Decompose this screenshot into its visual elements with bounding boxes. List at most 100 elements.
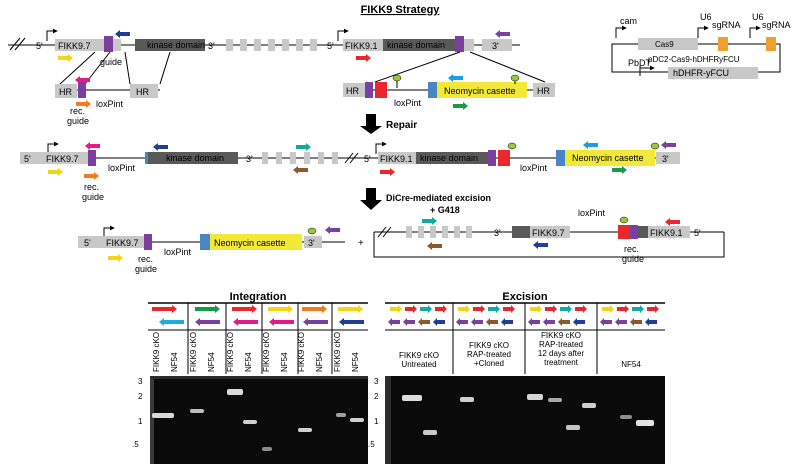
u6-label-1: U6 [700, 12, 712, 22]
hr-label-1: HR [59, 87, 72, 97]
u6-label-2: U6 [752, 12, 764, 22]
marker-label: hDHFR-yFCU [673, 68, 729, 78]
svg-text:5': 5' [24, 154, 31, 164]
excision-ladder: 3 2 1 .5 [368, 377, 379, 449]
svg-text:loxPint: loxPint [578, 208, 606, 218]
svg-text:3': 3' [494, 228, 501, 238]
five-prime-label: 5' [36, 41, 43, 51]
svg-text:FIKK9.7: FIKK9.7 [106, 238, 139, 248]
lane-label: NF54 [315, 352, 324, 372]
lane-label: NF54 [244, 352, 253, 372]
lane-label: FIKK9 cKO [226, 332, 235, 372]
kinase-domain-label: kinase domain [147, 40, 205, 50]
loxpint-label-1: loxPint [96, 99, 124, 109]
hr-donor-left: HR HR loxPint rec. guide [55, 51, 171, 126]
svg-text:loxPint: loxPint [164, 247, 192, 257]
pbdt-label: PbDT [628, 58, 652, 68]
svg-text:1: 1 [374, 417, 379, 426]
excision-label-2: + G418 [430, 205, 460, 215]
svg-text:loxPint: loxPint [520, 163, 548, 173]
endogenous-locus: 5' FIKK9.7 kinase domain 3' guide [8, 28, 330, 67]
guide-label-2: guide [67, 116, 89, 126]
svg-text:rec.: rec. [84, 182, 99, 192]
sgrna-label-1: sgRNA [712, 20, 741, 30]
svg-text:5': 5' [364, 154, 371, 164]
group-label: NF54 [621, 360, 641, 369]
integration-primer-pairs [152, 303, 364, 330]
kinase-domain [135, 39, 205, 51]
excised-circle: 3' FIKK9.7 loxPint FIKK9.1 5' rec. guide [373, 208, 725, 264]
group-label: treatment [544, 358, 579, 367]
svg-text:5': 5' [327, 41, 334, 51]
plus-label: + [358, 238, 364, 249]
introns-exons [226, 39, 317, 51]
svg-text:HR: HR [537, 86, 550, 96]
svg-text:rec.: rec. [138, 254, 153, 264]
lane-label: FIKK9 cKO [152, 332, 161, 372]
svg-text:kinase domain: kinase domain [166, 153, 224, 163]
svg-text:guide: guide [82, 192, 104, 202]
group-label: FIKK9 cKO [469, 341, 509, 350]
svg-text:FIKK9.1: FIKK9.1 [650, 228, 683, 238]
group-label: 12 days after [538, 349, 585, 358]
sgrna-label-2: sgRNA [762, 20, 791, 30]
integration-title: Integration [230, 291, 287, 303]
fikk97-label: FIKK9.7 [58, 41, 91, 51]
promoter-arrow [46, 28, 58, 41]
primer-blue-1 [115, 30, 130, 38]
lane-label: FIKK9 cKO [189, 332, 198, 372]
loxpint-label-2: loxPint [394, 98, 422, 108]
fikk91-locus: 5' FIKK9.1 kinase domain 3' [325, 28, 546, 83]
svg-text:guide: guide [622, 254, 644, 264]
cas9-label: Cas9 [655, 40, 674, 49]
svg-text:2: 2 [138, 392, 143, 401]
svg-text:.5: .5 [368, 440, 375, 449]
integration-lane-labels: FIKK9 cKO NF54 FIKK9 cKO NF54 FIKK9 cKO … [152, 332, 360, 372]
group-label: FIKK9 cKO [399, 351, 439, 360]
guide-label: guide [100, 57, 122, 67]
hr-label-2: HR [136, 87, 149, 97]
svg-text:kinase domain: kinase domain [387, 40, 445, 50]
neo-label-1: Neomycin casette [444, 86, 516, 96]
svg-text:FIKK9.1: FIKK9.1 [380, 154, 413, 164]
excision-primer-pairs [388, 303, 659, 330]
svg-text:2: 2 [374, 392, 379, 401]
cam-label: cam [620, 16, 637, 26]
fikk97-exon [55, 39, 105, 51]
excision-label-1: DiCre-mediated excision [386, 193, 491, 203]
integration-gel [150, 376, 368, 464]
svg-text:3: 3 [138, 377, 143, 386]
svg-text:3': 3' [308, 238, 315, 248]
excised-locus: 5' FIKK9.7 loxPint rec. guide Neomycin c… [78, 225, 345, 274]
lane-label: FIKK9 cKO [262, 332, 271, 372]
lane-label: NF54 [351, 352, 360, 372]
svg-text:3': 3' [662, 154, 669, 164]
svg-text:FIKK9.7: FIKK9.7 [532, 228, 565, 238]
svg-text:rec.: rec. [624, 244, 639, 254]
lane-label: NF54 [170, 352, 179, 372]
group-label: RAP-treated [467, 350, 511, 359]
svg-text:kinase domain: kinase domain [420, 153, 478, 163]
svg-text:Neomycin casette: Neomycin casette [214, 238, 286, 248]
plasmid-diagram: cam Cas9 U6 sgRNA U6 sgRNA pDC2-Cas9-hDH… [611, 12, 791, 79]
excision-group-labels: FIKK9 cKO Untreated FIKK9 cKO RAP-treate… [399, 331, 641, 369]
fikk91-label: FIKK9.1 [345, 41, 378, 51]
group-label: RAP-treated [539, 340, 583, 349]
svg-text:5': 5' [84, 238, 91, 248]
svg-text:HR: HR [346, 86, 359, 96]
lane-label: NF54 [280, 352, 289, 372]
excision-arrow: DiCre-mediated excision + G418 [360, 188, 491, 215]
strategy-title: FIKK9 Strategy [361, 4, 441, 16]
svg-text:loxPint: loxPint [108, 163, 136, 173]
svg-text:1: 1 [138, 417, 143, 426]
group-label: +Cloned [474, 359, 504, 368]
integration-ladder: 3 2 1 .5 [132, 377, 143, 449]
svg-text:5': 5' [694, 228, 701, 238]
svg-text:.5: .5 [132, 440, 139, 449]
three-prime-label: 3' [208, 41, 215, 51]
lane-label: FIKK9 cKO [333, 332, 342, 372]
lane-label: FIKK9 cKO [297, 332, 306, 372]
svg-text:guide: guide [135, 264, 157, 274]
